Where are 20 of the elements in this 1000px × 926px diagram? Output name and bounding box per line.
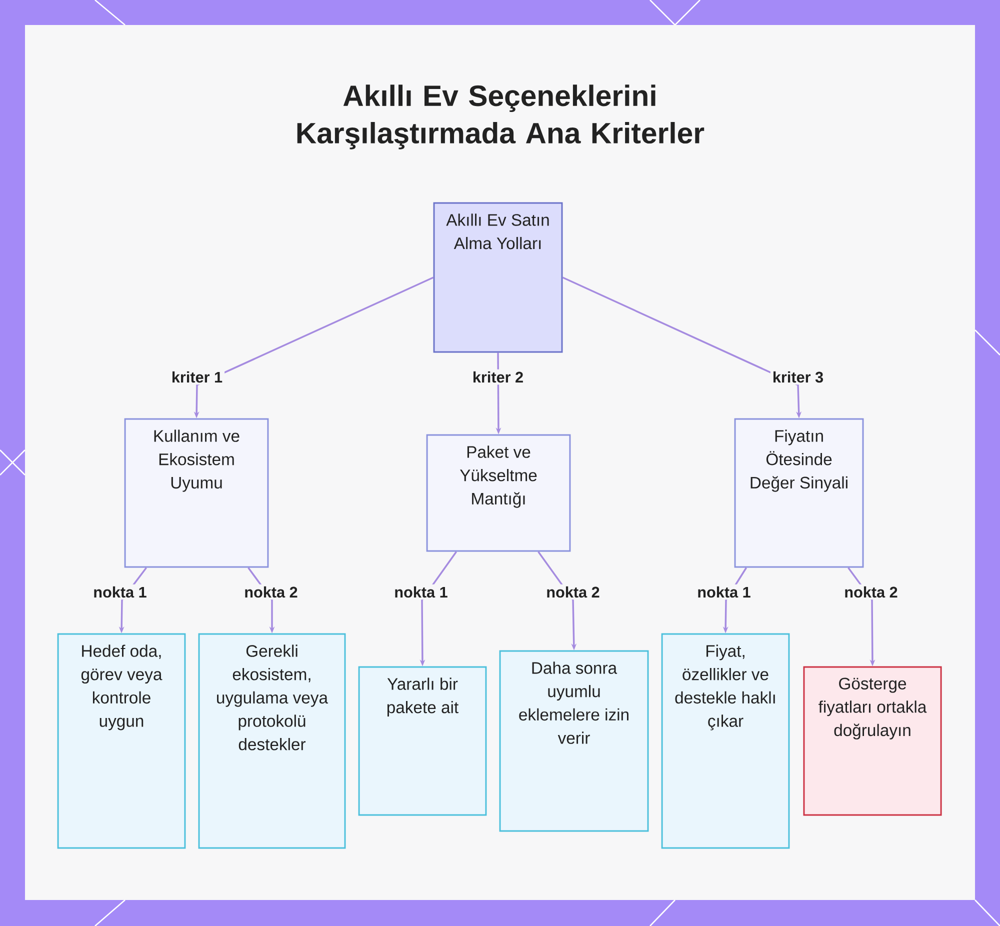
point-box: Fiyat, özellikler ve destekle haklı çıkar [661,633,790,849]
edge-label: nokta 2 [544,584,602,600]
edge-label: nokta 1 [91,584,149,600]
criterion-box: Fiyatın Ötesinde Değer Sinyali [734,418,864,568]
title: Akıllı Ev Seçeneklerini Karşılaştırmada Ana Kriterler [297,84,704,150]
edge-label: nokta 2 [242,584,300,600]
point-box: Hedef oda, görev veya kontrole uygun [57,633,186,849]
edge-label: nokta 1 [392,584,450,600]
point-box: Gerekli ekosistem, uygulama veya protokolü destekler [198,633,346,849]
point-box: Yararlı bir pakete ait [358,666,487,816]
edge-label: kriter 2 [470,369,526,385]
criterion-box: Paket ve Yükseltme Mantığı [426,434,571,552]
root-box: Akıllı Ev Satın Alma Yolları [433,202,563,353]
edge-label: nokta 2 [842,584,900,600]
edge-label: kriter 1 [169,369,225,385]
warning-box: Gösterge fiyatları ortakla doğrulayın [803,666,942,816]
criterion-box: Kullanım ve Ekosistem Uyumu [124,418,269,568]
point-box: Daha sonra uyumlu eklemelere izin verir [499,650,649,832]
edge-label: nokta 1 [695,584,753,600]
edge-label: kriter 3 [770,369,826,385]
